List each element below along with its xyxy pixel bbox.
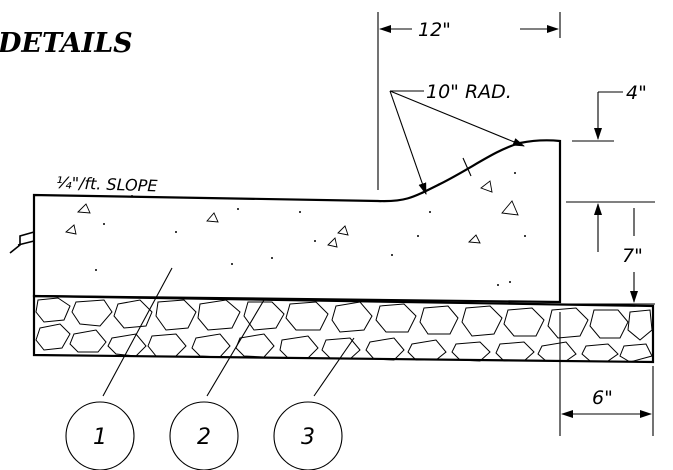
slab-outline bbox=[32, 139, 562, 304]
callout-2-text: 2 bbox=[197, 425, 211, 450]
callout-3-text: 3 bbox=[301, 425, 315, 450]
dim-base-extension: 6" bbox=[559, 312, 654, 436]
callout-1: 1 bbox=[65, 401, 135, 470]
gravel-stones bbox=[35, 297, 653, 363]
callout-1-text: 1 bbox=[93, 425, 107, 450]
callout-leaders bbox=[102, 267, 355, 397]
dim-radius: 10" RAD. bbox=[389, 81, 525, 195]
gravel-base-outline bbox=[32, 294, 655, 364]
dim-slab-thickness-text: 7" bbox=[622, 245, 643, 267]
callout-3: 3 bbox=[273, 401, 343, 470]
concrete-aggregate bbox=[65, 172, 526, 286]
dim-radius-text: 10" RAD. bbox=[426, 81, 512, 103]
break-line bbox=[9, 231, 35, 254]
dim-base-extension-text: 6" bbox=[592, 387, 613, 409]
dim-lip-height: 4" bbox=[572, 82, 647, 142]
dim-lip-height-text: 4" bbox=[626, 82, 647, 104]
drawing-title: DETAILS bbox=[0, 28, 133, 59]
slope-note: ¼"/ft. SLOPE bbox=[56, 173, 159, 196]
break-line-lower bbox=[17, 240, 35, 246]
dim-top-width: 12" bbox=[377, 12, 561, 190]
callout-2: 2 bbox=[169, 401, 239, 470]
dim-slab-thickness: 7" bbox=[566, 201, 655, 305]
dim-top-width-text: 12" bbox=[418, 19, 451, 41]
